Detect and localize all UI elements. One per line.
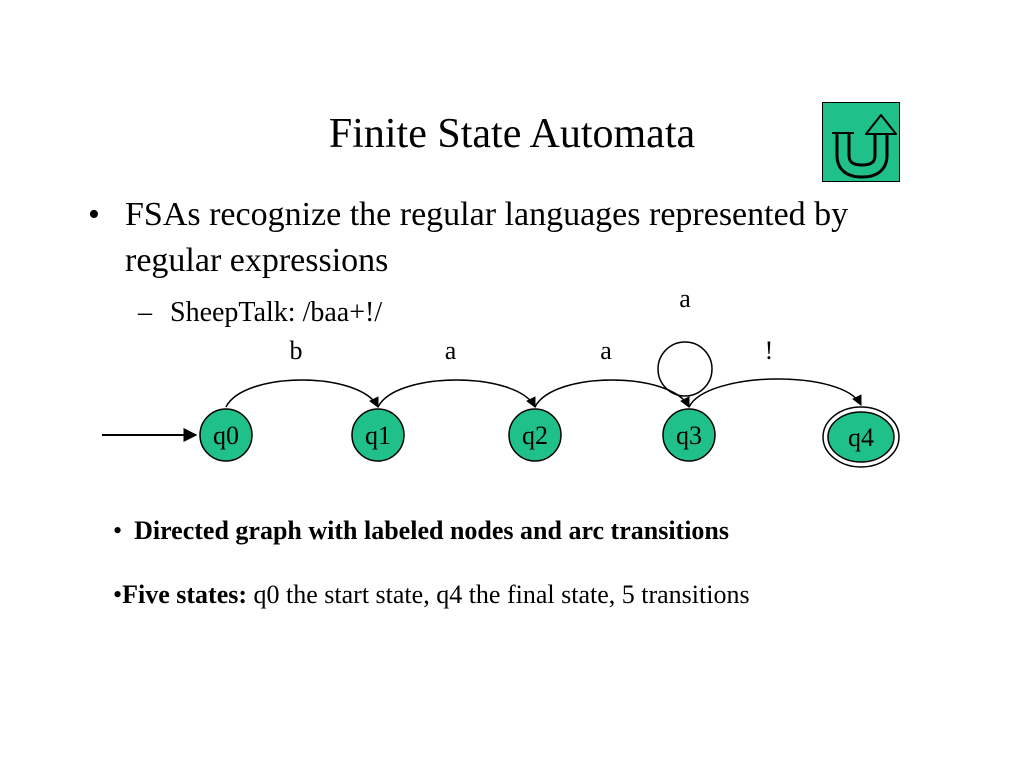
- note-bullet-mark: •: [113, 516, 123, 545]
- note-five-states-bold: Five states:: [122, 580, 248, 609]
- state-node-q1: [351, 408, 405, 462]
- state-label-q4: q4: [848, 423, 874, 452]
- self-loop-arc-q3: [657, 341, 713, 397]
- transition-arc-q1-q2: [377, 379, 536, 408]
- note-five-states-text: q0 the start state, q4 the final state, …: [247, 580, 750, 609]
- bullet-mark: •: [88, 196, 100, 233]
- state-label-q2: q2: [522, 421, 548, 450]
- state-node-q3: [662, 408, 716, 462]
- state-node-q0: [199, 408, 253, 462]
- transition-arc-q0-q1: [225, 379, 379, 408]
- transition-label: !: [765, 336, 774, 365]
- slide-title: Finite State Automata: [328, 111, 696, 157]
- note-five-states: •Five states: q0 the start state, q4 the…: [113, 576, 833, 614]
- note-directed-graph-text: Directed graph with labeled nodes and ar…: [134, 516, 730, 545]
- note-bullet-mark: •: [113, 580, 123, 609]
- u-turn-arrow-icon: [832, 114, 897, 179]
- transition-arc-q3-q4: [688, 378, 862, 408]
- bullet-text: FSAs recognize the regular languages rep…: [125, 196, 849, 279]
- state-node-q4: [827, 411, 895, 463]
- state-node-q2: [508, 408, 562, 462]
- note-directed-graph: • Directed graph with labeled nodes and a…: [113, 513, 729, 549]
- sub-bullet-text: SheepTalk: /baa+!/: [170, 297, 383, 328]
- transition-label: a: [679, 284, 691, 313]
- state-label-q1: q1: [365, 421, 391, 450]
- transition-label: a: [600, 336, 612, 365]
- home-button[interactable]: [822, 102, 900, 182]
- sub-bullet-mark: –: [138, 297, 152, 328]
- transition-label: a: [445, 336, 457, 365]
- states-layer: q0 q1 q2 q3 q4: [199, 406, 900, 468]
- transition-arc-q2-q3: [534, 379, 690, 408]
- state-label-q0: q0: [213, 421, 239, 450]
- transitions-layer: b a a a!: [102, 284, 862, 442]
- state-label-q3: q3: [676, 421, 702, 450]
- transition-label: b: [290, 336, 303, 365]
